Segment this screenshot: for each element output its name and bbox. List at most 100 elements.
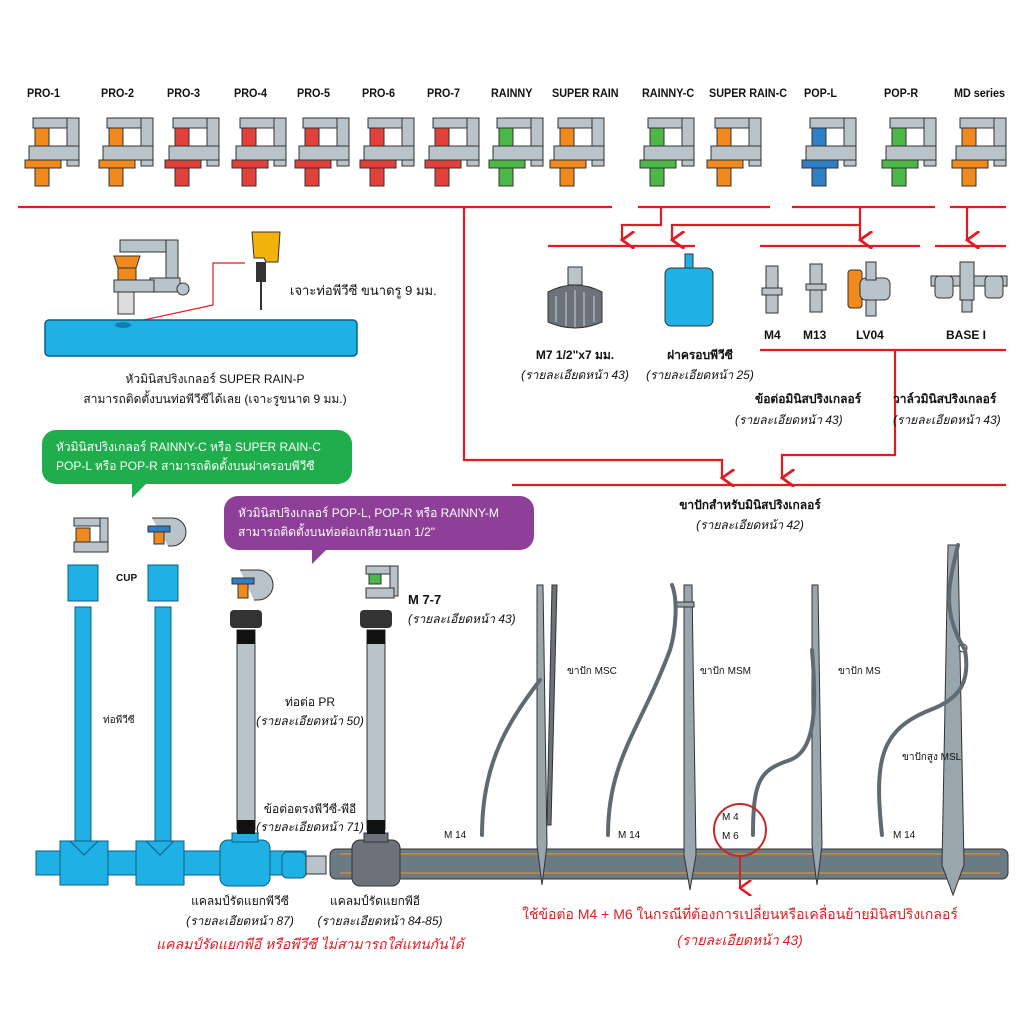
connector-m4-label: M4 (764, 328, 781, 342)
sprinkler-label-md-series: MD series (954, 86, 1006, 100)
pvc-saddle-icon (219, 832, 271, 887)
sprinkler-icon-pop-r (881, 117, 937, 187)
fitting-m14-msm: M 14 (618, 830, 641, 841)
m77-title: M 7-7 (408, 592, 442, 607)
purple-bubble-tail (312, 550, 326, 564)
pr-pipe-right (360, 610, 392, 834)
base-i-icon (930, 261, 1008, 313)
green-bubble-tail (132, 484, 146, 498)
m4-m6-note: ใช้ข้อต่อ M4 + M6 ในกรณีที่ต้องการเปลี่ย… (522, 906, 958, 922)
sprinkler-label-pro-1: PRO-1 (27, 86, 61, 100)
sprinkler-icon-pro-2 (98, 117, 154, 187)
m13-connector-icon (805, 263, 827, 313)
pop-l-head-on-pr (231, 569, 274, 601)
connector-lv04-label: LV04 (856, 328, 884, 342)
pvc-saddle-title: แคลมป์รัดแยกพีวีซี (191, 894, 289, 908)
sprinkler-label-pop-r: POP-R (884, 86, 919, 100)
sprinkler-label-pro-7: PRO-7 (427, 86, 461, 100)
m7-adapter-icon (547, 266, 603, 329)
sprinkler-icon-super-rain-c (706, 117, 762, 187)
sprinkler-icon-rainny-c (639, 117, 695, 187)
pr-pipe-left (230, 610, 262, 834)
pvc-pipe-drill (44, 319, 358, 357)
saddle-warning: แคลมป์รัดแยกพีอี หรือพีวีซี ไม่สามารถใส่… (156, 936, 464, 952)
m7-ref: (รายละเอียดหน้า 43) (521, 368, 629, 382)
stake-msm (683, 584, 697, 891)
purple-bubble-line2: สามารถติดตั้งบนท่อต่อเกลียวนอก 1/2" (238, 525, 436, 539)
super-rain-p-caption-1: หัวมินิสปริงเกลอร์ SUPER RAIN-P (125, 372, 305, 386)
pe-saddle-icon (351, 832, 401, 887)
stake-ms-label: ขาปัก MS (838, 666, 881, 677)
sprinkler-icon-pro-5 (294, 117, 350, 187)
green-info-bubble: หัวมินิสปริงเกลอร์ RAINNY-C หรือ SUPER R… (42, 430, 352, 484)
drill-note: เจาะท่อพีวีซี ขนาดรู 9 มม. (290, 283, 437, 298)
fitting-m14-msc: M 14 (444, 830, 467, 841)
line-to-stakes-2 (782, 350, 897, 478)
green-bubble-line2: POP-L หรือ POP-R สามารถติดตั้งบนฝาครอบพี… (56, 459, 315, 473)
sprinkler-label-super-rain: SUPER RAIN (552, 86, 619, 100)
green-bubble-line1: หัวมินิสปริงเกลอร์ RAINNY-C หรือ SUPER R… (56, 440, 321, 454)
stake-msm-label: ขาปัก MSM (700, 666, 751, 677)
sprinkler-icon-pro-6 (359, 117, 415, 187)
rainny-m-head-on-pr (365, 565, 399, 599)
fitting-m4: M 4 (722, 812, 739, 823)
sprinkler-label-pro-2: PRO-2 (101, 86, 135, 100)
sprinkler-label-rainny: RAINNY (491, 86, 533, 100)
fitting-m6: M 6 (722, 831, 739, 842)
sprinkler-label-super-rain-c: SUPER RAIN-C (709, 86, 788, 100)
connector-group-title: ข้อต่อมินิสปริงเกลอร์ (755, 392, 862, 406)
line-c-to-m7 (622, 207, 663, 240)
sprinkler-icon-super-rain (549, 117, 605, 187)
m4-m6-highlight-circle (713, 803, 767, 888)
stake-msc-label: ขาปัก MSC (567, 666, 617, 677)
pr-pipe-title: ท่อต่อ PR (284, 695, 336, 709)
valve-group-ref: (รายละเอียดหน้า 43) (893, 413, 1001, 427)
cup-label: CUP (116, 573, 138, 584)
line-pop-to-cap (672, 207, 862, 240)
pvc-cap-ref: (รายละเอียดหน้า 25) (646, 368, 754, 382)
straight-coupling-title: ข้อต่อตรงพีวีซี-พีอี (263, 802, 357, 816)
sprinkler-icon-pro-3 (164, 117, 220, 187)
straight-coupling-icon (281, 851, 327, 879)
stakes (536, 544, 968, 897)
connector-lines-top (18, 205, 1006, 485)
m4-connector-icon (761, 265, 783, 314)
base-i-label: BASE I (946, 328, 987, 342)
sprinkler-label-pro-4: PRO-4 (234, 86, 268, 100)
purple-bubble-line1: หัวมินิสปริงเกลอร์ POP-L, POP-R หรือ RAI… (238, 506, 499, 520)
purple-info-bubble: หัวมินิสปริงเกลอร์ POP-L, POP-R หรือ RAI… (224, 496, 534, 550)
sprinkler-icon-rainny (488, 117, 544, 187)
pvc-pipe-label: ท่อพีวีซี (103, 715, 135, 726)
connector-group-ref: (รายละเอียดหน้า 43) (735, 413, 843, 427)
straight-coupling-ref: (รายละเอียดหน้า 71) (256, 820, 364, 834)
pe-saddle-title: แคลมป์รัดแยกพีอี (329, 894, 421, 908)
super-rain-p-caption-2: สามารถติดตั้งบนท่อพีวีซีได้เลย (เจาะรูขน… (83, 392, 347, 406)
pvc-cap-title: ฝาครอบพีวีซี (667, 348, 733, 362)
sprinkler-label-pro-3: PRO-3 (167, 86, 201, 100)
sprinkler-icon-pro-7 (424, 117, 480, 187)
stake-msl-label: ขาปักสูง MSL (902, 752, 962, 763)
pe-saddle-ref: (รายละเอียดหน้า 84-85) (317, 914, 443, 928)
stake-ms (811, 584, 823, 886)
sprinkler-icon-md-series (951, 117, 1007, 187)
sprinkler-icon-pro-1 (24, 117, 80, 187)
m7-title: M7 1/2"x7 มม. (535, 348, 615, 362)
stake-msl (941, 544, 965, 897)
drill-icon (251, 231, 281, 310)
pr-pipe-ref: (รายละเอียดหน้า 50) (256, 714, 364, 728)
sprinkler-label-rainny-c: RAINNY-C (642, 86, 695, 100)
line-to-stakes-1 (462, 207, 722, 478)
sprinkler-label-pro-5: PRO-5 (297, 86, 331, 100)
pe-pipe (329, 848, 1009, 880)
lv04-valve-icon (847, 261, 891, 317)
valve-group-title: วาล์วมินิสปริงเกลอร์ (893, 392, 997, 406)
sprinkler-label-pro-6: PRO-6 (362, 86, 396, 100)
super-rain-p-icon (113, 239, 190, 315)
pvc-saddle-ref: (รายละเอียดหน้า 87) (186, 914, 294, 928)
sprinkler-heads-row (24, 117, 1007, 187)
rainny-c-head-on-cup (73, 517, 109, 553)
stake-tubes (480, 543, 969, 837)
fitting-m14-msl: M 14 (893, 830, 916, 841)
stake-group-ref: (รายละเอียดหน้า 42) (696, 518, 804, 532)
